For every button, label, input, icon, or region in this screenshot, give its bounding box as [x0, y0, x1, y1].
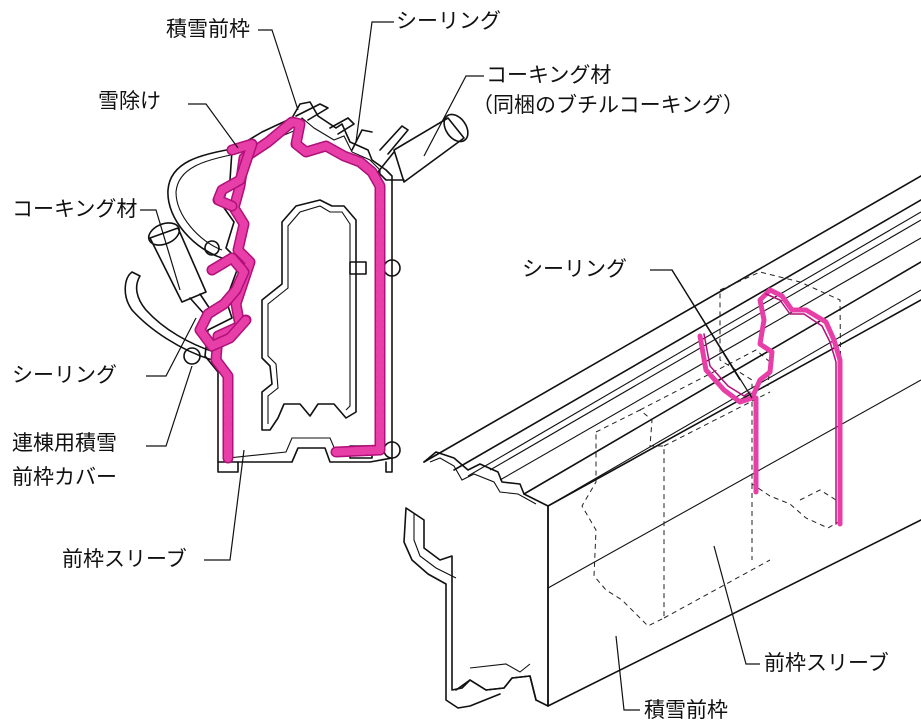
- label-caulking-top-note: （同梱のブチルコーキング）: [472, 93, 744, 117]
- label-sealing-right: シーリング: [522, 257, 627, 281]
- hidden-sleeve-2: [719, 271, 843, 529]
- frame-foot: [217, 457, 393, 473]
- label-sleeve-right: 前枠スリーブ: [764, 651, 889, 675]
- rail-top-1: [423, 175, 921, 463]
- front-face-top: [547, 299, 921, 507]
- leader-lines: [140, 21, 760, 711]
- hidden-sleeve-2-side: [751, 484, 837, 560]
- end-profile-inner: [413, 457, 537, 673]
- snow-guard: [167, 147, 239, 259]
- label-sekisetsu-maewaku-bottom: 積雪前枠: [644, 698, 728, 722]
- label-renmune-cover-line1: 連棟用積雪: [12, 431, 117, 455]
- perspective-view: [403, 175, 921, 709]
- cross-section-view: [124, 101, 469, 473]
- front-face-mid: [547, 379, 921, 589]
- caulking-tube-left: [147, 222, 213, 317]
- rail-top-6: [523, 261, 921, 495]
- rail-top-2: [453, 199, 921, 471]
- label-renmune-cover-line2: 前枠カバー: [12, 465, 117, 489]
- hidden-sleeve-1: [581, 409, 665, 627]
- hidden-sleeve-1-back: [639, 349, 771, 619]
- sleeve-inner: [267, 205, 351, 424]
- sealing-bead-cross-section-fill: [212, 118, 384, 462]
- sealing-bead-snowguard-fill: [196, 140, 256, 350]
- screw-cover: [183, 240, 220, 365]
- label-sealing-top: シーリング: [396, 9, 501, 33]
- sealing-bead-perspective-outline: [703, 293, 837, 525]
- snow-guard-inner: [175, 153, 237, 251]
- rail-top-5: [499, 237, 921, 481]
- label-caulking-top: コーキング材: [486, 63, 612, 87]
- caulking-tube-top: [377, 113, 469, 183]
- label-sealing-left: シーリング: [12, 363, 117, 387]
- label-caulking-left: コーキング材: [12, 197, 138, 221]
- sealing-bead-perspective: [697, 287, 843, 527]
- sleeve-profile: [261, 199, 357, 431]
- rail-top-3: [467, 211, 921, 477]
- cover-profile: [124, 271, 215, 361]
- bottom-channel: [455, 675, 537, 701]
- end-profile: [403, 451, 549, 709]
- label-yukiyoke: 雪除け: [98, 89, 161, 113]
- front-face-bottom: [547, 519, 921, 707]
- top-flashing: [295, 103, 409, 155]
- label-sleeve-left: 前枠スリーブ: [62, 547, 187, 571]
- label-sekisetsu-maewaku-top: 積雪前枠: [166, 17, 250, 41]
